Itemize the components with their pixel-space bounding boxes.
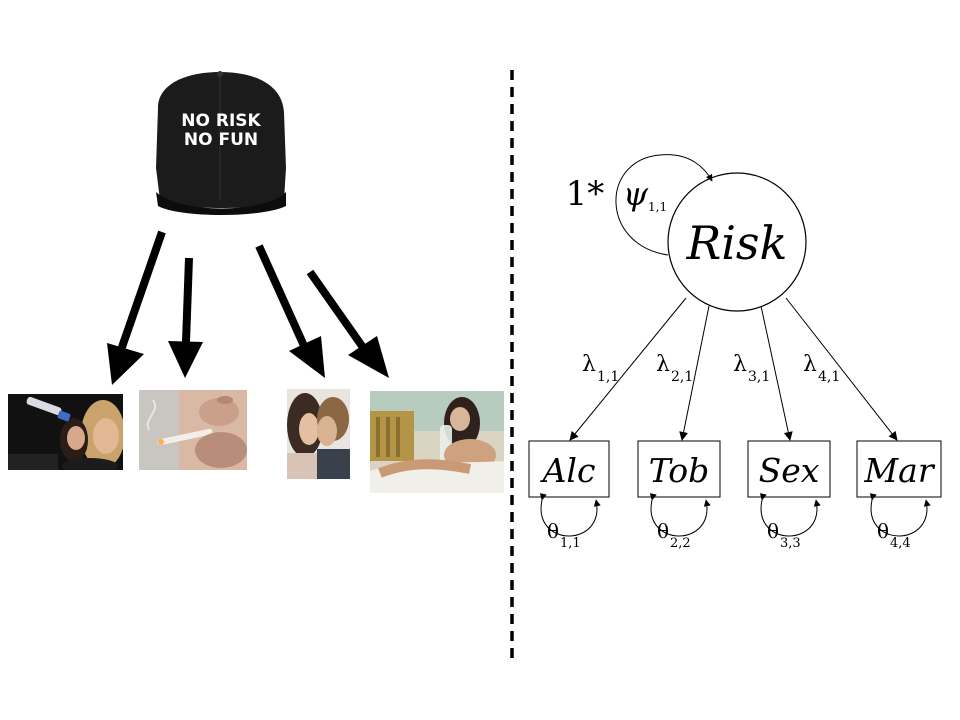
photo-drinking (8, 394, 123, 470)
loading-path-alc (569, 297, 687, 441)
theta-label-alc: θ (547, 519, 559, 543)
arrow-to-kissing (255, 244, 325, 378)
indicator-box-mar (856, 440, 942, 498)
factor-variance-loop (615, 154, 713, 256)
indicator-label-alc: Alc (540, 451, 596, 490)
indicator-box-alc (528, 440, 610, 498)
arrow-to-drinking (107, 230, 166, 385)
lambda-sub-alc: 1,1 (597, 369, 619, 385)
lambda-label-mar: λ (803, 352, 817, 377)
photo-bong (370, 391, 504, 493)
residual-loop-mar (869, 493, 931, 537)
lambda-sub-mar: 4,1 (818, 369, 840, 385)
indicator-box-tob (637, 440, 721, 498)
cap-text-line2: NO FUN (184, 130, 258, 150)
theta-sub-mar: 4,4 (890, 536, 911, 551)
variance-fixed-label: 1* (566, 174, 605, 214)
theta-label-tob: θ (657, 519, 669, 543)
theta-sub-alc: 1,1 (560, 536, 581, 551)
loading-path-sex (760, 305, 793, 441)
lambda-label-sex: λ (733, 352, 747, 377)
indicator-label-sex: Sex (759, 451, 820, 490)
loading-path-tob (679, 305, 710, 441)
psi-subscript: 1,1 (648, 200, 667, 214)
cap-arrows (107, 230, 389, 385)
residual-loops (539, 493, 931, 537)
psi-letter: ψ (623, 175, 649, 213)
lambda-sub-sex: 3,1 (748, 369, 770, 385)
theta-label-mar: θ (877, 519, 889, 543)
psi-symbol: ψ (623, 175, 649, 213)
cap-text-line1: NO RISK (181, 111, 261, 131)
theta-label-sex: θ (767, 519, 779, 543)
lambda-label-tob: λ (656, 352, 670, 377)
theta-sub-tob: 2,2 (670, 536, 691, 551)
residual-loop-sex (759, 493, 821, 537)
loading-path-mar (785, 297, 898, 441)
indicator-box-sex (747, 440, 831, 498)
arrow-to-bong (306, 269, 389, 378)
photo-smoking (139, 390, 247, 470)
indicator-boxes: Alc Tob Sex Mar (528, 440, 942, 498)
factor-label: Risk (686, 216, 788, 270)
photo-kissing (287, 389, 350, 479)
residual-loop-alc (539, 493, 601, 537)
lambda-label-alc: λ (582, 352, 596, 377)
residual-loop-tob (649, 493, 711, 537)
indicator-label-tob: Tob (649, 451, 709, 490)
cap-icon: NO RISK NO FUN (156, 71, 286, 215)
factor-circle (667, 172, 807, 312)
lambda-sub-tob: 2,1 (671, 369, 693, 385)
indicator-label-mar: Mar (863, 451, 935, 490)
loading-paths (569, 297, 898, 441)
theta-sub-sex: 3,3 (780, 536, 801, 551)
arrow-to-smoking (168, 257, 203, 378)
